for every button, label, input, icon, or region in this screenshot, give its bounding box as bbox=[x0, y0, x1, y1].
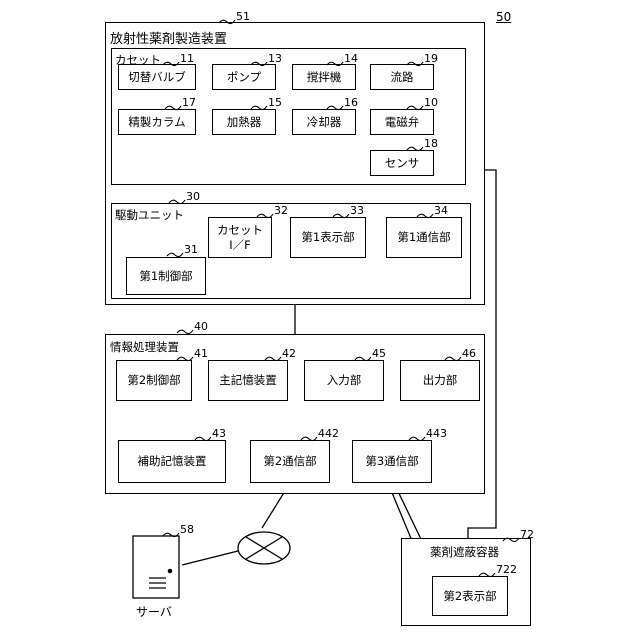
main-memory-box: 主記憶装置 bbox=[208, 360, 288, 401]
ref-10: 10 bbox=[424, 96, 438, 109]
ref-43: 43 bbox=[212, 427, 226, 440]
leader-tilde bbox=[354, 354, 372, 364]
leader-tilde bbox=[164, 103, 182, 113]
channel-box: 流路 bbox=[370, 64, 434, 90]
wire-network-server bbox=[182, 550, 242, 565]
ref-45: 45 bbox=[372, 347, 386, 360]
ref-33: 33 bbox=[350, 204, 364, 217]
server-ref: 58 bbox=[180, 523, 194, 536]
leader-tilde bbox=[332, 211, 350, 221]
switching-valve-box: 切替バルブ bbox=[118, 64, 196, 90]
leader-tilde bbox=[478, 570, 496, 580]
apparatus-ref: 51 bbox=[236, 10, 250, 23]
figure-ref: 50 bbox=[496, 10, 511, 24]
apparatus-title: 放射性薬剤製造装置 bbox=[110, 28, 227, 47]
cooler-box: 冷却器 bbox=[292, 109, 356, 135]
purification-column-box: 精製カラム bbox=[118, 109, 196, 135]
leader-tilde bbox=[326, 103, 344, 113]
second-communication-box: 第2通信部 bbox=[250, 440, 330, 483]
second-display-box: 第2表示部 bbox=[432, 576, 508, 616]
ref-46: 46 bbox=[462, 347, 476, 360]
leader-tilde bbox=[256, 211, 274, 221]
third-communication-box: 第3通信部 bbox=[352, 440, 432, 483]
ref-16: 16 bbox=[344, 96, 358, 109]
leader-tilde bbox=[166, 250, 184, 260]
shield-container-title: 薬剤遮蔽容器 bbox=[430, 544, 499, 560]
aux-memory-box: 補助記憶装置 bbox=[118, 440, 226, 483]
network-icon bbox=[238, 532, 290, 564]
ref-722: 722 bbox=[496, 563, 517, 576]
first-display-box: 第1表示部 bbox=[290, 217, 366, 258]
leader-tilde bbox=[162, 59, 180, 69]
first-control-box: 第1制御部 bbox=[126, 257, 206, 295]
leader-tilde bbox=[162, 530, 180, 540]
leader-tilde bbox=[264, 354, 282, 364]
leader-tilde bbox=[250, 59, 268, 69]
server-label: サーバ bbox=[136, 603, 172, 620]
ref-41: 41 bbox=[194, 347, 208, 360]
ref-442: 442 bbox=[318, 427, 339, 440]
leader-tilde bbox=[168, 197, 186, 207]
leader-tilde bbox=[176, 327, 194, 337]
solenoid-valve-box: 電磁弁 bbox=[370, 109, 434, 135]
ref-31: 31 bbox=[184, 243, 198, 256]
leader-tilde bbox=[326, 59, 344, 69]
leader-tilde bbox=[218, 17, 236, 27]
leader-tilde bbox=[176, 354, 194, 364]
ref-42: 42 bbox=[282, 347, 296, 360]
ref-18: 18 bbox=[424, 137, 438, 150]
leader-tilde bbox=[416, 211, 434, 221]
leader-tilde bbox=[502, 535, 520, 545]
leader-tilde bbox=[406, 144, 424, 154]
ref-11: 11 bbox=[180, 52, 194, 65]
second-control-box: 第2制御部 bbox=[116, 360, 192, 401]
first-communication-box: 第1通信部 bbox=[386, 217, 462, 258]
leader-tilde bbox=[194, 434, 212, 444]
drive-unit-title: 駆動ユニット bbox=[115, 207, 184, 223]
drive-unit-ref: 30 bbox=[186, 190, 200, 203]
leader-tilde bbox=[408, 434, 426, 444]
ref-15: 15 bbox=[268, 96, 282, 109]
stirrer-box: 撹拌機 bbox=[292, 64, 356, 90]
ref-13: 13 bbox=[268, 52, 282, 65]
info-processor-ref: 40 bbox=[194, 320, 208, 333]
shield-container-ref: 72 bbox=[520, 528, 534, 541]
leader-tilde bbox=[406, 103, 424, 113]
input-box: 入力部 bbox=[304, 360, 384, 401]
leader-tilde bbox=[444, 354, 462, 364]
cassette-interface-box: カセット I／F bbox=[208, 217, 272, 258]
ref-34: 34 bbox=[434, 204, 448, 217]
ref-17: 17 bbox=[182, 96, 196, 109]
leader-tilde bbox=[300, 434, 318, 444]
output-box: 出力部 bbox=[400, 360, 480, 401]
ref-19: 19 bbox=[424, 52, 438, 65]
ref-443: 443 bbox=[426, 427, 447, 440]
sensor-box: センサ bbox=[370, 150, 434, 176]
ref-32: 32 bbox=[274, 204, 288, 217]
leader-tilde bbox=[406, 59, 424, 69]
leader-tilde bbox=[250, 103, 268, 113]
info-processor-title: 情報処理装置 bbox=[110, 339, 179, 355]
server-icon bbox=[133, 536, 179, 598]
ref-14: 14 bbox=[344, 52, 358, 65]
